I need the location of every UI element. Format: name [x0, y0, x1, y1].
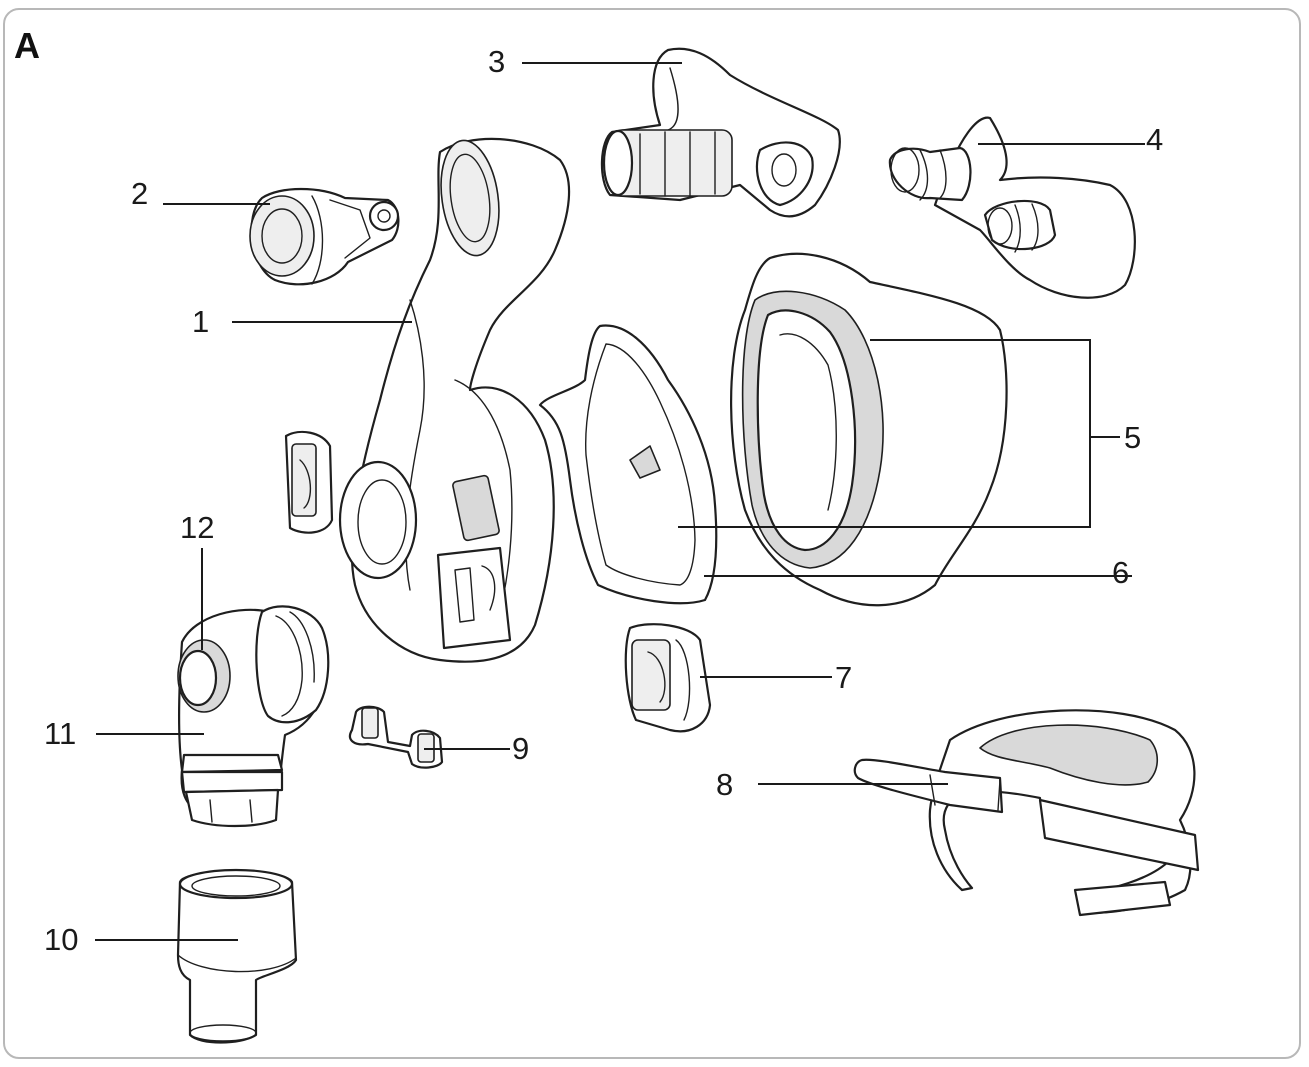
callout-10: 10 — [44, 922, 78, 957]
leader-lines — [95, 62, 1145, 941]
callout-labels: 1 2 3 4 5 6 7 8 9 10 11 12 — [44, 44, 1163, 957]
part-7-side-clip — [624, 623, 712, 733]
callout-6: 6 — [1112, 555, 1129, 590]
part-8-headgear — [853, 709, 1200, 917]
part-6-clip-ring — [538, 324, 718, 605]
part-9-connector-clip — [348, 705, 444, 769]
panel-letter: A — [14, 25, 40, 66]
callout-11: 11 — [44, 716, 76, 751]
part-1-mask-frame — [338, 137, 571, 663]
small-side-clip — [284, 430, 334, 534]
part-5-cushion — [730, 252, 1008, 607]
callout-8: 8 — [716, 767, 733, 802]
part-2-valve — [249, 187, 400, 286]
callout-7: 7 — [835, 660, 852, 695]
callout-12: 12 — [180, 510, 214, 545]
callout-4: 4 — [1146, 122, 1163, 157]
callout-5: 5 — [1124, 420, 1141, 455]
callout-2: 2 — [131, 176, 148, 211]
callout-9: 9 — [512, 731, 529, 766]
part-4-nozzle-piece — [888, 116, 1136, 299]
part-11-elbow — [177, 605, 330, 828]
part-10-tube-connector — [176, 868, 298, 1044]
callout-3: 3 — [488, 44, 505, 79]
part-3-forehead-support — [600, 47, 841, 218]
part-12-swivel-ring — [177, 639, 231, 713]
callout-1: 1 — [192, 304, 209, 339]
leader-5 — [678, 339, 1091, 528]
